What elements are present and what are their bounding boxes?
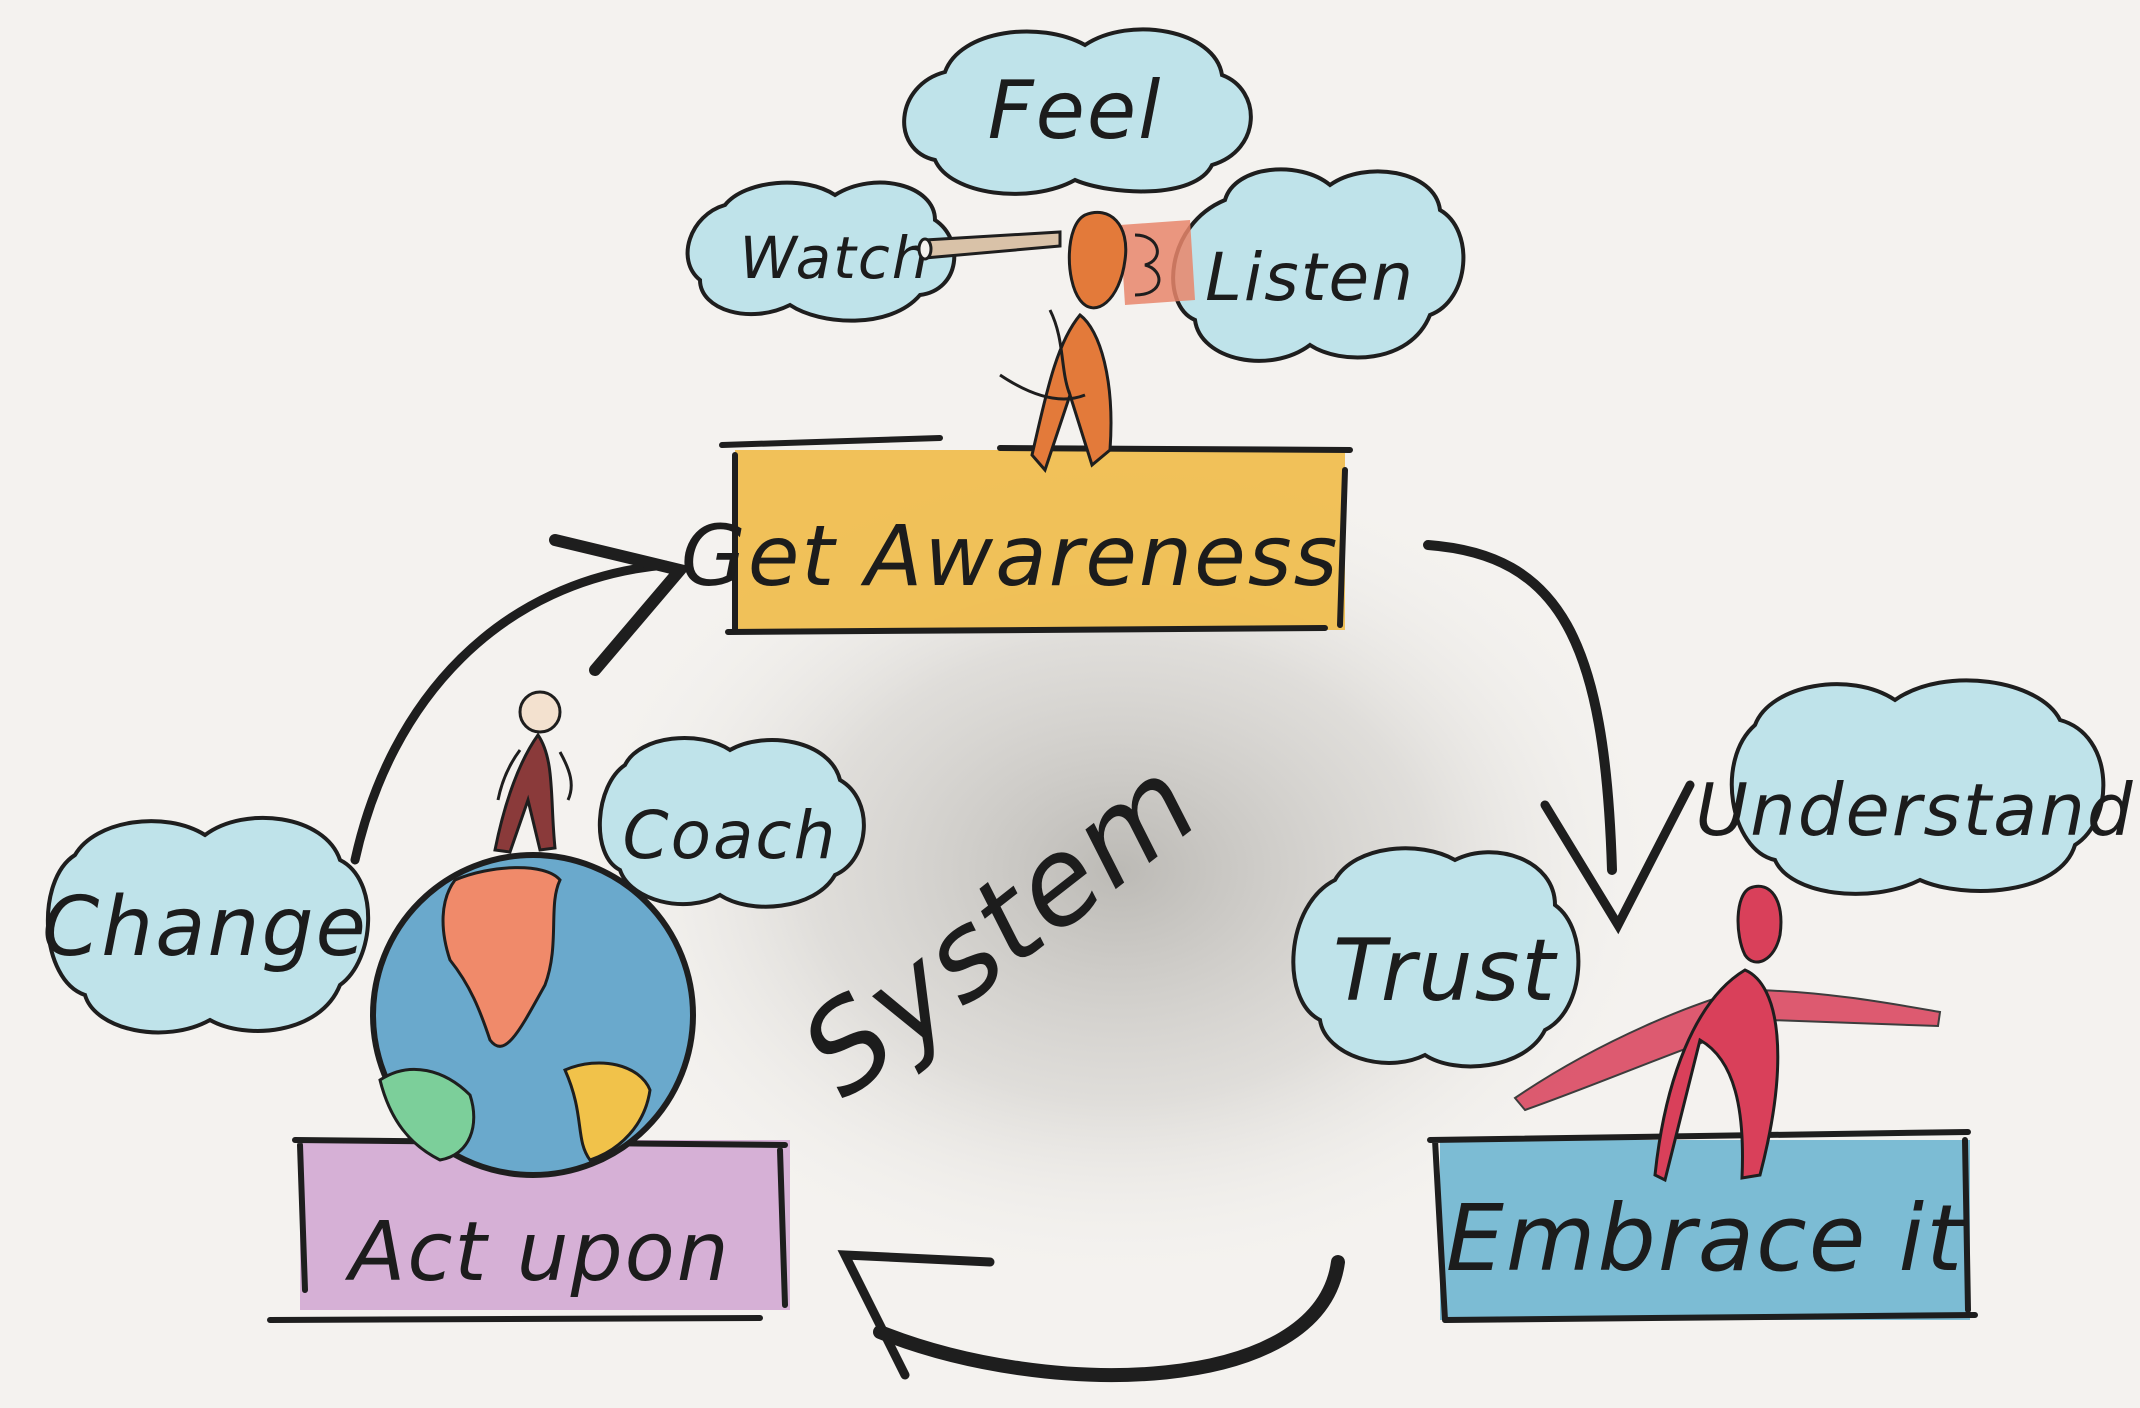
globe-land-yellow bbox=[563, 1061, 652, 1162]
cloud-change: Change bbox=[42, 815, 371, 1035]
coach-person-arms bbox=[496, 749, 573, 801]
telescope-lens-icon bbox=[917, 237, 933, 261]
cloud-watch: Watch bbox=[685, 180, 957, 323]
stage-embrace-it: Embrace it bbox=[1427, 1129, 1978, 1323]
cloud-feel-shape bbox=[902, 27, 1253, 196]
cloud-change-label: Change bbox=[42, 880, 368, 975]
stage-get-awareness-label: Get Awareness bbox=[681, 507, 1340, 605]
arrow-to-awareness bbox=[350, 560, 670, 865]
awareness-person-arm bbox=[999, 309, 1086, 401]
cloud-coach-label: Coach bbox=[622, 797, 837, 874]
cloud-understand-shape bbox=[1729, 678, 2106, 896]
arrow-to-embrace bbox=[1423, 540, 1617, 875]
globe-land-orange bbox=[441, 866, 562, 1048]
globe-land-green bbox=[378, 1067, 476, 1162]
cloud-feel: Feel bbox=[902, 27, 1253, 196]
ear-sound-icon bbox=[1120, 220, 1195, 305]
cloud-change-shape bbox=[45, 815, 371, 1035]
cloud-coach-shape bbox=[598, 736, 866, 909]
ear-curl-icon bbox=[1134, 233, 1161, 297]
cloud-watch-label: Watch bbox=[739, 224, 930, 292]
stage-get-awareness-border bbox=[719, 435, 1353, 635]
embrace-person-head bbox=[1736, 884, 1783, 964]
embrace-person-arms bbox=[1513, 988, 1942, 1112]
cloud-listen: Listen bbox=[1171, 167, 1466, 363]
cloud-trust: Trust bbox=[1291, 846, 1581, 1069]
stage-embrace-it-fill bbox=[1440, 1140, 1970, 1320]
stage-embrace-it-label: Embrace it bbox=[1446, 1185, 1965, 1292]
cloud-listen-label: Listen bbox=[1205, 239, 1415, 316]
arrow-to-act bbox=[873, 1255, 1345, 1383]
awareness-person-head bbox=[1067, 210, 1128, 310]
arrow-to-embrace-head bbox=[1540, 780, 1695, 935]
cloud-feel-label: Feel bbox=[988, 64, 1163, 157]
cloud-watch-shape bbox=[685, 180, 957, 323]
cloud-trust-shape bbox=[1291, 846, 1581, 1069]
cloud-understand-label: Understand bbox=[1695, 768, 2134, 852]
cycle-arrows bbox=[350, 534, 1695, 1383]
coach-person-body bbox=[493, 732, 557, 854]
system-shadow bbox=[560, 450, 1680, 1290]
globe-illustration bbox=[370, 690, 696, 1178]
stage-get-awareness-fill bbox=[735, 450, 1345, 630]
cloud-trust-label: Trust bbox=[1333, 921, 1559, 1021]
stage-embrace-it-border bbox=[1427, 1129, 1978, 1323]
arrow-to-awareness-head bbox=[549, 534, 691, 676]
cloud-understand: Understand bbox=[1695, 678, 2134, 896]
embrace-person-illustration bbox=[1513, 884, 1942, 1183]
arrow-to-act-head bbox=[837, 1250, 995, 1380]
coach-person-head bbox=[518, 690, 562, 734]
stage-get-awareness: Get Awareness bbox=[681, 435, 1353, 635]
cloud-listen-shape bbox=[1171, 167, 1466, 363]
stage-act-upon-label: Act upon bbox=[344, 1205, 731, 1300]
awareness-person-illustration bbox=[917, 210, 1195, 473]
cloud-coach: Coach bbox=[598, 736, 866, 909]
embrace-person-body bbox=[1653, 968, 1780, 1183]
